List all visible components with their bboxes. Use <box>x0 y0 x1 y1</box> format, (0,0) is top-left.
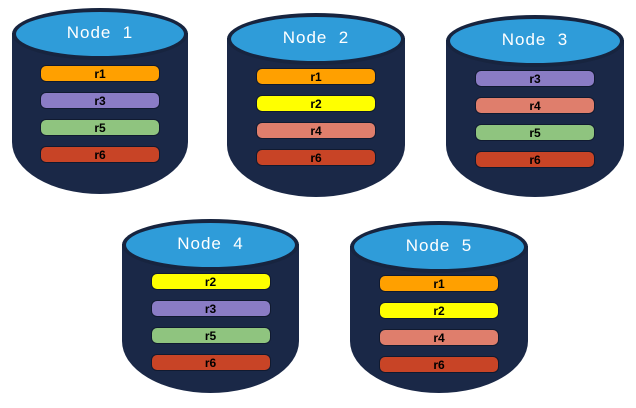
database-node-5: Node 5 r1 r2 r4 r6 <box>350 221 528 393</box>
replica-label: r6 <box>94 147 106 162</box>
replica-bar-r6: r6 <box>256 149 376 166</box>
replica-bar-r6: r6 <box>379 356 499 373</box>
replica-bar-r2: r2 <box>256 95 376 112</box>
node-label: Node 2 <box>282 28 350 47</box>
replica-label: r4 <box>433 330 445 345</box>
cylinder-top: Node 1 <box>12 8 188 60</box>
replica-list: r1 r3 r5 r6 <box>12 65 188 163</box>
replica-label: r2 <box>433 303 445 318</box>
node-label: Node 4 <box>177 234 244 253</box>
replica-label: r1 <box>94 66 106 81</box>
replica-list: r3 r4 r5 r6 <box>446 70 624 168</box>
node-label: Node 3 <box>501 30 569 49</box>
replica-label: r6 <box>204 355 217 370</box>
cylinder-top: Node 4 <box>122 219 299 271</box>
replica-bar-r3: r3 <box>40 92 160 109</box>
replica-label: r4 <box>310 123 322 138</box>
database-node-3: Node 3 r3 r4 r5 r6 <box>446 15 624 197</box>
replica-bar-r6: r6 <box>40 146 160 163</box>
replica-bar-r3: r3 <box>475 70 595 87</box>
replica-bar-r6: r6 <box>150 354 271 371</box>
replica-label: r5 <box>529 125 541 140</box>
replica-list: r1 r2 r4 r6 <box>350 275 528 373</box>
replica-bar-r2: r2 <box>379 302 499 319</box>
replica-label: r1 <box>310 69 322 84</box>
replica-label: r3 <box>204 301 217 316</box>
replica-label: r4 <box>529 98 541 113</box>
database-node-4: Node 4 r2 r3 r5 r6 <box>122 219 299 393</box>
replica-label: r6 <box>529 152 541 167</box>
replica-bar-r5: r5 <box>150 327 271 344</box>
replica-bar-r5: r5 <box>40 119 160 136</box>
cylinder-top: Node 2 <box>227 13 405 65</box>
node-label: Node 1 <box>66 23 134 42</box>
node-label: Node 5 <box>405 236 473 255</box>
replica-bar-r2: r2 <box>150 273 271 290</box>
replica-bar-r3: r3 <box>150 300 271 317</box>
replica-list: r1 r2 r4 r6 <box>227 68 405 166</box>
replica-bar-r4: r4 <box>475 97 595 114</box>
replica-bar-r1: r1 <box>40 65 160 82</box>
replica-label: r3 <box>529 71 541 86</box>
replica-bar-r1: r1 <box>256 68 376 85</box>
replica-bar-r4: r4 <box>379 329 499 346</box>
replica-bar-r5: r5 <box>475 124 595 141</box>
cylinder-top: Node 5 <box>350 221 528 273</box>
replica-label: r1 <box>433 276 445 291</box>
replica-list: r2 r3 r5 r6 <box>122 273 299 371</box>
database-node-1: Node 1 r1 r3 r5 r6 <box>12 8 188 194</box>
replica-bar-r1: r1 <box>379 275 499 292</box>
cylinder-top: Node 3 <box>446 15 624 67</box>
replica-label: r6 <box>310 150 322 165</box>
replica-bar-r6: r6 <box>475 151 595 168</box>
replica-label: r6 <box>433 357 445 372</box>
replica-label: r3 <box>94 93 106 108</box>
replica-label: r5 <box>204 328 217 343</box>
replica-label: r2 <box>310 96 322 111</box>
replica-label: r5 <box>94 120 106 135</box>
replica-label: r2 <box>204 274 217 289</box>
database-node-2: Node 2 r1 r2 r4 r6 <box>227 13 405 197</box>
replica-bar-r4: r4 <box>256 122 376 139</box>
